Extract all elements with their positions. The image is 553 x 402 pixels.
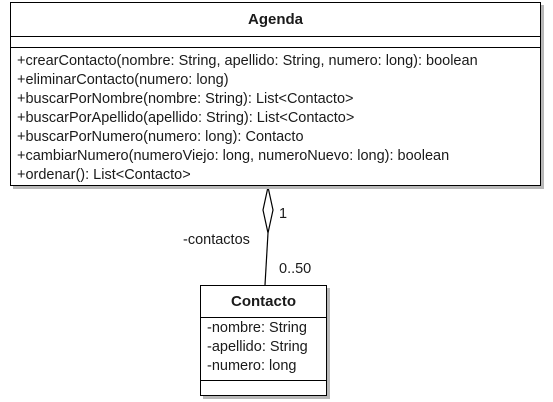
contacto-class-box[interactable]: Contacto -nombre: String -apellido: Stri… (200, 285, 327, 396)
operation-crear-contacto: +crearContacto(nombre: String, apellido:… (17, 53, 478, 69)
operation-cambiar-numero: +cambiarNumero(numeroViejo: long, numero… (17, 148, 450, 164)
aggregation-diamond (262, 186, 274, 234)
contacto-attributes-section: -nombre: String -apellido: String -numer… (201, 318, 326, 381)
operation-ordenar: +ordenar(): List<Contacto> (17, 167, 191, 183)
agenda-operations-section: +crearContacto(nombre: String, apellido:… (11, 48, 540, 185)
multiplicity-contacto-label: 0..50 (279, 261, 312, 277)
multiplicity-agenda-label: 1 (279, 206, 288, 222)
operation-buscar-por-numero: +buscarPorNumero(numero: long): Contacto (17, 129, 304, 145)
contacto-class-name: Contacto (201, 286, 326, 318)
association-role-label: -contactos (183, 232, 250, 248)
attribute-nombre: -nombre: String (207, 320, 307, 336)
agenda-class-name: Agenda (11, 3, 540, 37)
agenda-attributes-section (11, 37, 540, 48)
attribute-apellido: -apellido: String (207, 339, 308, 355)
operation-buscar-por-nombre: +buscarPorNombre(nombre: String): List<C… (17, 91, 354, 107)
contacto-operations-section (201, 381, 326, 393)
operation-buscar-por-apellido: +buscarPorApellido(apellido: String): Li… (17, 110, 355, 126)
agenda-class-box[interactable]: Agenda +crearContacto(nombre: String, ap… (10, 2, 541, 186)
association-line (264, 232, 269, 286)
operation-eliminar-contacto: +eliminarContacto(numero: long) (17, 72, 229, 88)
attribute-numero: -numero: long (207, 358, 297, 374)
